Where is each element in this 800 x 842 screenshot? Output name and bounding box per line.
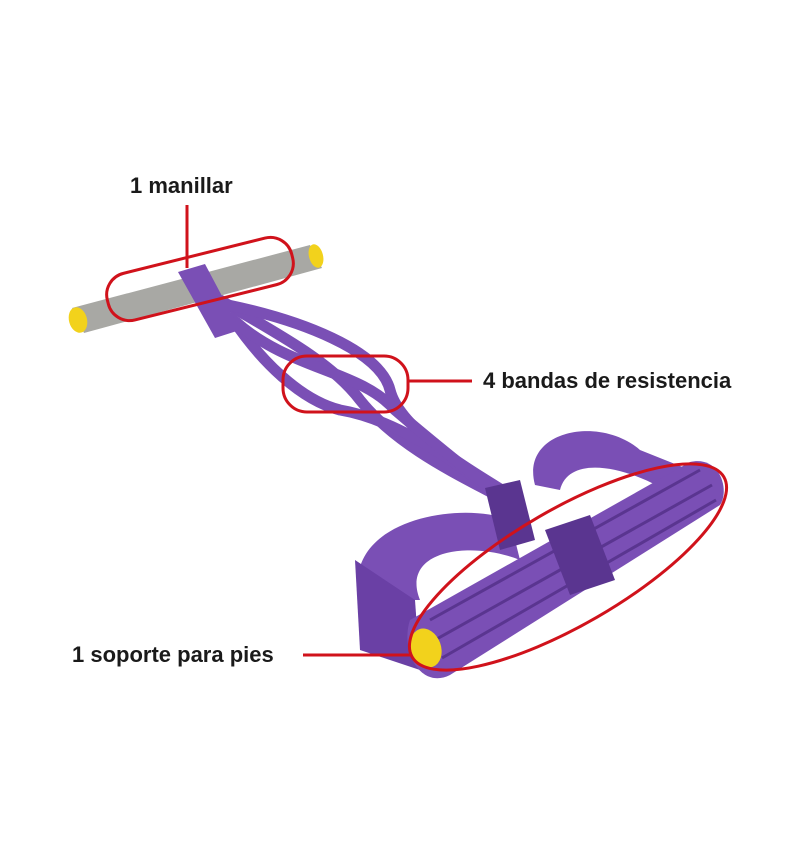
bands-label: 4 bandas de resistencia — [483, 368, 732, 393]
resistance-bands — [214, 294, 518, 511]
callouts — [105, 205, 729, 672]
foot-loops — [355, 431, 690, 670]
foot-support-callout — [407, 462, 729, 672]
handle-callout — [105, 235, 295, 323]
foot-roller — [407, 461, 724, 679]
foot-support-label: 1 soporte para pies — [72, 642, 274, 667]
handle-label: 1 manillar — [130, 173, 233, 198]
bands-callout — [281, 354, 410, 414]
